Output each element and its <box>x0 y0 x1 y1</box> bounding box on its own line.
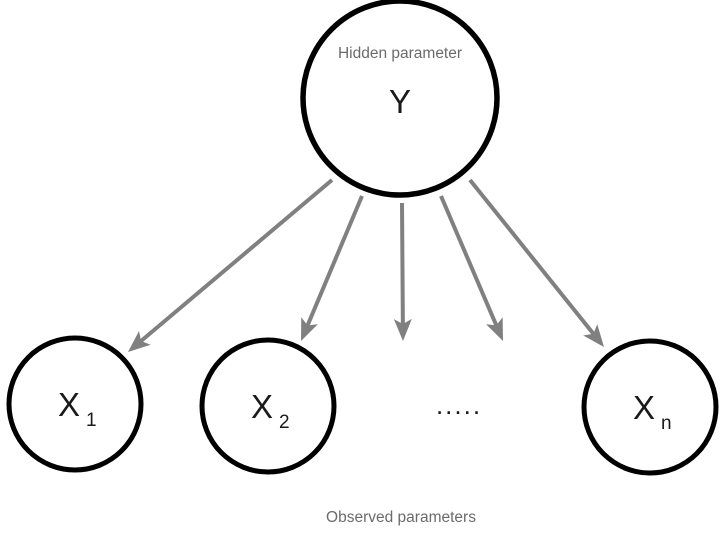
node-subscript-xn: n <box>661 413 672 434</box>
node-subscript-x2: 2 <box>279 412 290 433</box>
arrowhead-x4 <box>486 317 503 341</box>
edge-y-to-x3 <box>400 202 405 325</box>
edge-y-to-xn <box>468 178 596 336</box>
node-circle-x2[interactable] <box>199 337 337 475</box>
node-circle-y[interactable] <box>300 0 500 198</box>
observed-parameters-caption: Observed parameters <box>326 509 476 526</box>
ellipsis-label: ..... <box>436 390 482 420</box>
arrowhead-x2 <box>301 317 318 341</box>
node-subscript-x1: 1 <box>86 410 97 431</box>
node-circle-x1[interactable] <box>6 335 144 473</box>
node-hidden-y[interactable]: Hidden parameter Y <box>300 0 500 198</box>
hidden-parameter-caption: Hidden parameter <box>338 45 462 62</box>
edge-y-to-x2 <box>305 195 364 327</box>
node-label-x2: X <box>251 388 273 425</box>
node-label-x1: X <box>58 386 80 423</box>
edge-y-to-x4 <box>439 195 499 327</box>
edges-group <box>128 178 604 352</box>
node-label-y: Y <box>389 83 411 120</box>
node-label-xn: X <box>633 389 655 426</box>
arrowhead-xn <box>583 324 604 347</box>
arrowhead-x3 <box>393 318 412 341</box>
arrowhead-x1 <box>128 330 151 352</box>
edge-y-to-x1 <box>139 178 334 343</box>
node-circle-xn[interactable] <box>581 338 719 476</box>
